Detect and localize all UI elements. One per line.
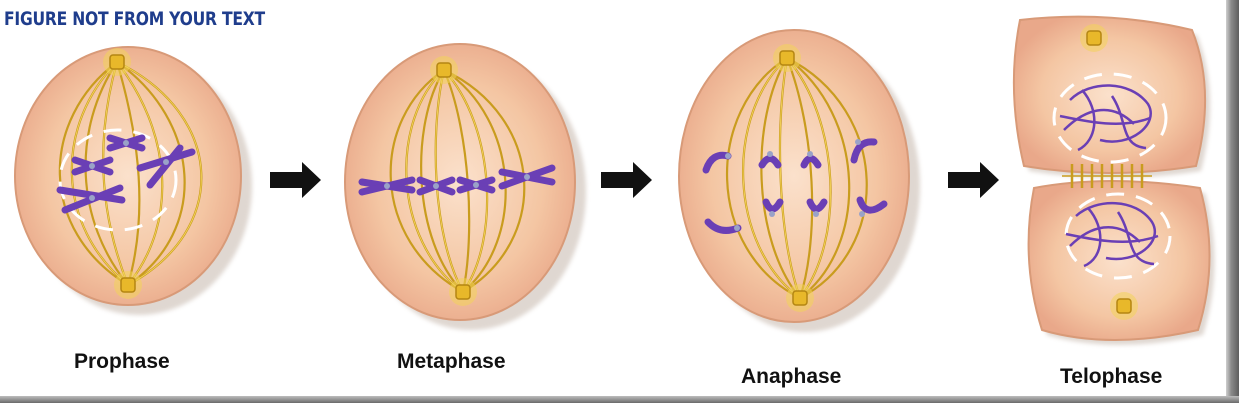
prophase-centrosome-top (103, 48, 131, 76)
telophase-centrosome-bottom (1110, 292, 1138, 320)
anaphase-centrosome-bottom (786, 284, 814, 312)
stage-label-metaphase: Metaphase (397, 350, 506, 373)
anaphase-centrosome-top (773, 44, 801, 72)
anaphase-cell (678, 29, 920, 332)
telophase-nuclear-envelope-bottom (1064, 192, 1172, 280)
prophase-cell (14, 46, 252, 315)
telophase-chromatin-top (1059, 84, 1152, 152)
telophase-nuclear-envelope-top (1052, 72, 1168, 164)
panel-shadow-bottom (0, 396, 1239, 403)
metaphase-cell (344, 43, 586, 330)
telophase-centrosome-top (1080, 24, 1108, 52)
telophase-cell (1012, 15, 1215, 345)
metaphase-centrosome-top (430, 56, 458, 84)
stage-label-prophase: Prophase (74, 350, 170, 373)
telophase-daughter-cell-bottom (1027, 180, 1211, 341)
telophase-chromatin-bottom (1065, 202, 1159, 268)
anaphase-chromatids-upper (702, 138, 878, 174)
metaphase-centrosome-bottom (449, 278, 477, 306)
prophase-nuclear-envelope (58, 128, 178, 232)
panel-shadow-right (1226, 0, 1239, 403)
telophase-midbody-fibers (1062, 164, 1152, 188)
stage-label-anaphase: Anaphase (741, 365, 842, 388)
arrow-prophase-to-metaphase (270, 162, 321, 198)
prophase-centrosome-bottom (114, 271, 142, 299)
stage-label-telophase: Telophase (1060, 365, 1163, 388)
telophase-daughter-cell-top (1012, 15, 1207, 174)
figure-banner: FIGURE NOT FROM YOUR TEXT (4, 8, 265, 30)
arrow-metaphase-to-anaphase (601, 162, 652, 198)
arrow-anaphase-to-telophase (948, 162, 999, 198)
